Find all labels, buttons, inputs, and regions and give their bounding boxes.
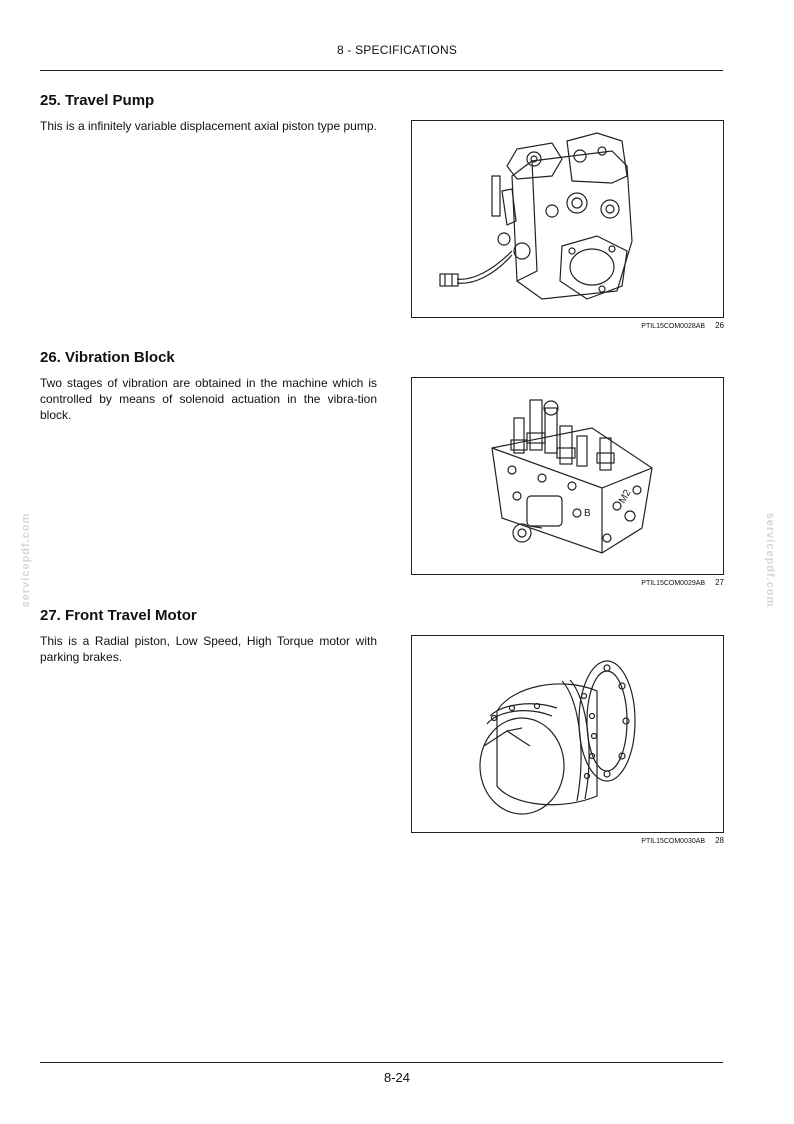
travel-motor-drawing-icon xyxy=(479,660,636,815)
page-number: 8-24 xyxy=(383,1070,411,1085)
figure-caption: PTIL15COM0028AB 26 xyxy=(411,321,724,330)
section-heading: 27. Front Travel Motor xyxy=(40,607,197,624)
section-body: This is a infinitely variable displaceme… xyxy=(40,119,377,133)
watermark-left: servicepdf.com xyxy=(20,512,32,608)
figure-number: 27 xyxy=(715,578,724,587)
section-body: This is a Radial piston, Low Speed, High… xyxy=(40,634,377,664)
figure-caption: PTIL15COM0030AB 28 xyxy=(411,836,724,845)
figure-front-travel-motor xyxy=(411,635,724,833)
figure-code: PTIL15COM0028AB xyxy=(641,323,706,330)
figure-vibration-block: M2 B xyxy=(411,377,724,575)
figure-number: 28 xyxy=(715,836,724,845)
figure-travel-pump xyxy=(411,120,724,318)
page-header-title: 8 - SPECIFICATIONS xyxy=(336,43,458,57)
figure-code: PTIL15COM0029AB xyxy=(641,580,706,587)
port-label-b: B xyxy=(584,508,591,519)
figure-number: 26 xyxy=(715,321,724,330)
watermark-right: servicepdf.com xyxy=(764,512,776,608)
header-rule xyxy=(40,70,723,71)
figure-code: PTIL15COM0030AB xyxy=(641,838,706,845)
vibration-block-drawing-icon: M2 B xyxy=(491,399,653,554)
section-body: Two stages of vibration are obtained in … xyxy=(40,376,377,422)
footer-rule xyxy=(40,1062,723,1063)
travel-pump-drawing-icon xyxy=(439,132,633,300)
section-heading: 26. Vibration Block xyxy=(40,349,175,366)
section-heading: 25. Travel Pump xyxy=(40,92,155,109)
figure-caption: PTIL15COM0029AB 27 xyxy=(411,578,724,587)
